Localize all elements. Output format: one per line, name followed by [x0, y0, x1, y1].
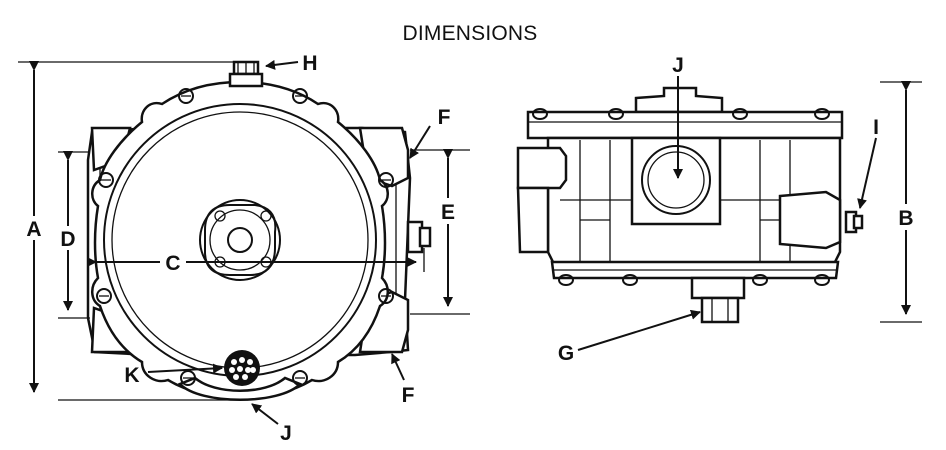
label-a: A: [26, 218, 41, 241]
side-view: [516, 76, 922, 351]
leader-h: [265, 59, 299, 70]
dimension-e: [410, 149, 470, 315]
leader-k: [147, 363, 223, 374]
side-screws: [532, 108, 830, 286]
leader-i: [857, 137, 877, 209]
label-k: K: [124, 364, 139, 387]
front-view: [18, 59, 470, 425]
dimension-c: [87, 248, 425, 274]
label-e: E: [441, 201, 455, 224]
label-j-side: J: [672, 54, 684, 77]
leader-f-bottom: [391, 353, 405, 381]
label-j-front: J: [280, 422, 292, 445]
leader-g: [577, 309, 701, 351]
label-i: I: [873, 116, 879, 139]
dimension-d: [56, 151, 90, 319]
label-h: H: [302, 52, 317, 75]
side-plug: [406, 220, 432, 254]
vent-cap-h: [228, 60, 264, 88]
diagram-title: DIMENSIONS: [402, 22, 538, 45]
leader-j-front: [251, 403, 279, 425]
bell-screws: [96, 88, 394, 386]
label-d: D: [60, 228, 75, 251]
label-c: C: [165, 252, 180, 275]
dimension-b: [880, 81, 922, 323]
label-f-bottom: F: [402, 384, 415, 407]
label-f-top: F: [438, 106, 451, 129]
label-g: G: [558, 342, 574, 365]
label-b: B: [898, 207, 913, 230]
dimension-a: [18, 61, 240, 401]
strainer-k: [224, 350, 260, 386]
leader-f-top: [409, 125, 431, 159]
